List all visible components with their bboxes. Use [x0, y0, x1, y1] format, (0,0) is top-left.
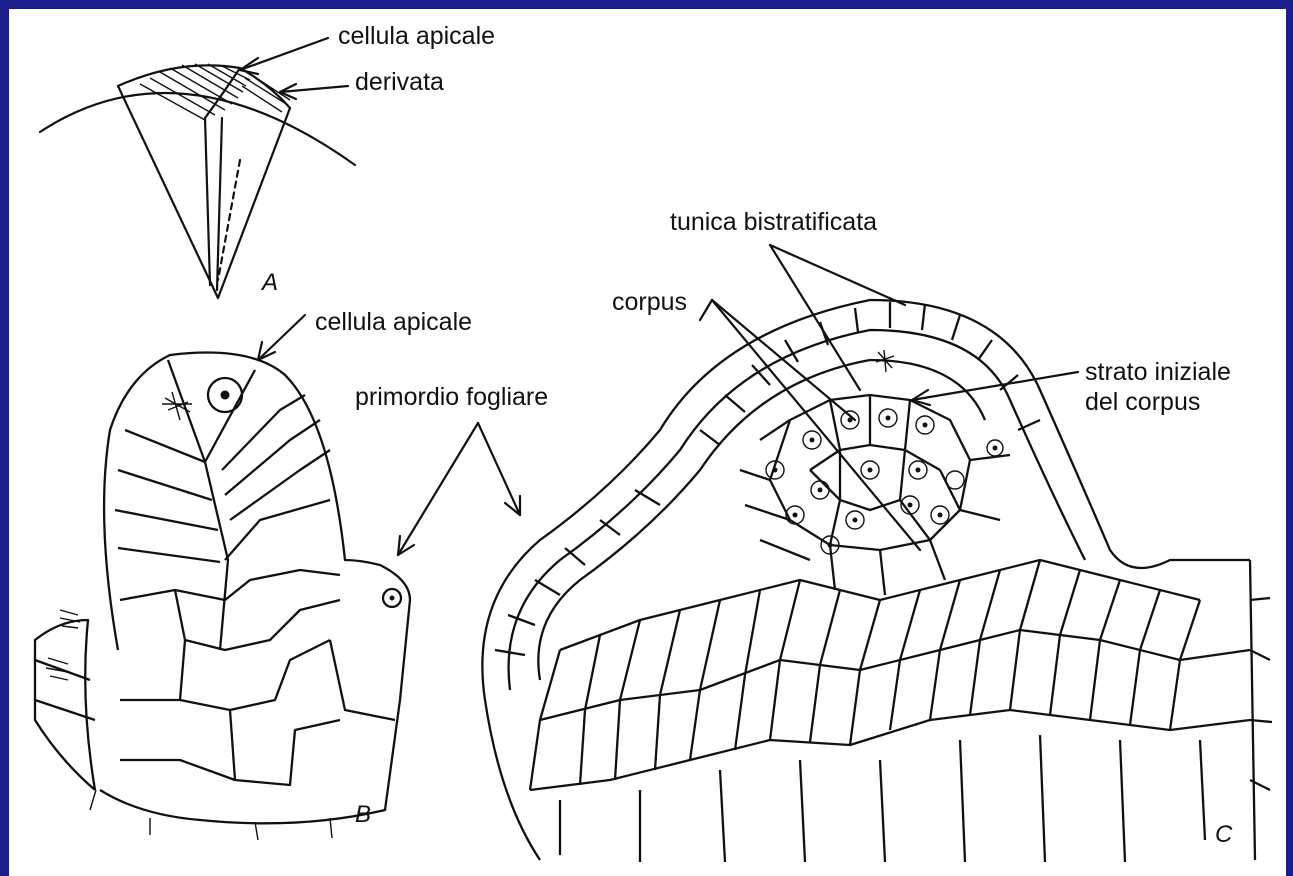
panel-c-letter: C [1215, 821, 1233, 848]
label-c-tunica: tunica bistratificata [670, 208, 877, 236]
arrow-b-apical [258, 315, 305, 360]
label-c-strato-line2: del corpus [1085, 388, 1200, 416]
corpus-nuclei [766, 409, 1003, 554]
label-c-corpus: corpus [612, 288, 687, 316]
label-b-primordio: primordio fogliare [355, 383, 548, 411]
panel-b-drawing [35, 353, 410, 841]
label-c-strato-line1: strato iniziale [1085, 358, 1231, 386]
arrow-tunica-outer [770, 245, 905, 305]
panel-b-letter: B [355, 801, 371, 828]
label-b-cellula-apicale: cellula apicale [315, 308, 472, 336]
arrow-a-apical [240, 38, 328, 70]
panel-a-drawing [40, 64, 355, 298]
arrow-primordio-b [398, 423, 478, 555]
arrow-primordio-c [478, 423, 520, 515]
arrow-tunica-inner [770, 245, 860, 390]
arrow-corpus-2 [712, 300, 920, 550]
arrow-corpus-tick [700, 300, 712, 320]
label-a-derivata: derivata [355, 68, 444, 96]
label-a-cellula-apicale: cellula apicale [338, 22, 495, 50]
panel-a-letter: A [260, 269, 278, 296]
